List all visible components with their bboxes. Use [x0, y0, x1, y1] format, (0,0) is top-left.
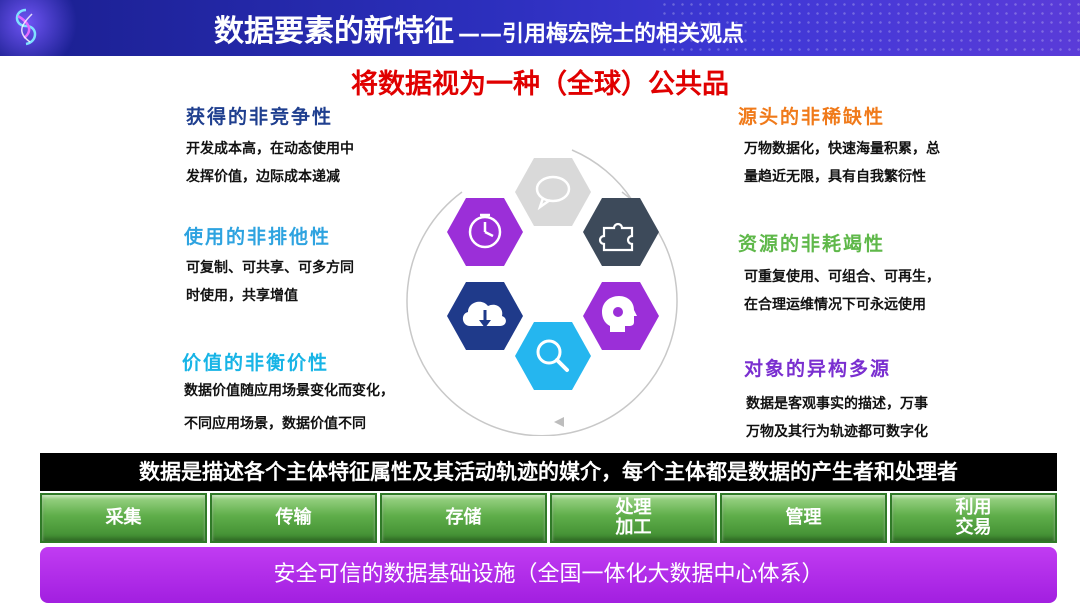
- step-label: 存储: [445, 507, 482, 528]
- step-label: 传输: [275, 507, 312, 528]
- step-collect: 采集: [40, 493, 207, 543]
- infrastructure-footer: 安全可信的数据基础设施（全国一体化大数据中心体系）: [40, 547, 1057, 603]
- header-glow: [0, 0, 90, 56]
- page-title-sub: ——引用梅宏院士的相关观点: [458, 22, 745, 47]
- cloud-download-icon: [462, 301, 506, 328]
- step-label: 管理: [785, 507, 822, 528]
- step-use-trade: 利用交易: [890, 493, 1057, 543]
- head-puzzle-icon: [602, 296, 637, 332]
- property-text-non-depletion: 可重复使用、可组合、可再生， 在合理运维情况下可永远使用: [744, 263, 940, 319]
- property-text-non-exclusivity: 可复制、可共享、可多方同 时使用，共享增值: [186, 254, 354, 310]
- header-bar: 数据要素的新特征——引用梅宏院士的相关观点: [0, 0, 1080, 56]
- property-title-heterogeneous: 对象的异构多源: [744, 358, 892, 380]
- speech-bubble-icon: [535, 175, 571, 211]
- property-line: 可重复使用、可组合、可再生，: [744, 269, 940, 285]
- ring-arrowhead: [554, 417, 564, 427]
- property-text-non-rivalry: 开发成本高，在动态使用中 发挥价值，边际成本递减: [186, 135, 354, 191]
- header-dot-pattern: [660, 0, 1080, 56]
- property-text-non-equivalence: 数据价值随应用场景变化而变化， 不同应用场景，数据价值不同: [184, 375, 394, 441]
- hexagon-ring: [406, 149, 678, 436]
- property-line: 发挥价值，边际成本递减: [186, 169, 340, 185]
- property-text-non-scarcity: 万物数据化，快速海量积累，总 量趋近无限，具有自我繁衍性: [744, 135, 940, 191]
- hexagon-clock: [447, 198, 523, 266]
- property-line: 万物数据化，快速海量积累，总: [744, 141, 940, 157]
- property-line: 时使用，共享增值: [186, 288, 298, 304]
- property-line: 量趋近无限，具有自我繁衍性: [744, 169, 926, 185]
- property-title-non-depletion: 资源的非耗竭性: [738, 233, 886, 255]
- property-line: 数据价值随应用场景变化而变化，: [184, 383, 394, 399]
- hexagon-search: [515, 322, 591, 390]
- process-steps: 采集 传输 存储 处理加工 管理 利用交易: [40, 493, 1057, 543]
- ring-arc: [406, 191, 678, 436]
- property-line: 万物及其行为轨迹都可数字化: [746, 424, 928, 440]
- step-label: 利用: [955, 497, 992, 518]
- step-label: 处理: [615, 497, 652, 518]
- property-title-non-equivalence: 价值的非衡价性: [182, 352, 330, 374]
- media-banner: 数据是描述各个主体特征属性及其活动轨迹的媒介，每个主体都是数据的产生者和处理者: [40, 453, 1057, 491]
- hexagon-puzzle: [583, 198, 659, 266]
- hexagon-head: [583, 282, 659, 350]
- property-title-non-rivalry: 获得的非竞争性: [186, 106, 334, 128]
- property-text-heterogeneous: 数据是客观事实的描述，万事 万物及其行为轨迹都可数字化: [746, 390, 928, 446]
- step-label-2: 加工: [615, 517, 652, 538]
- property-line: 在合理运维情况下可永远使用: [744, 297, 926, 313]
- step-store: 存储: [380, 493, 547, 543]
- step-manage: 管理: [720, 493, 887, 543]
- step-label-2: 交易: [955, 517, 992, 538]
- property-title-non-scarcity: 源头的非稀缺性: [738, 106, 886, 128]
- property-line: 不同应用场景，数据价值不同: [184, 416, 366, 432]
- step-label: 采集: [105, 507, 142, 528]
- ring-arc-top: [571, 149, 633, 201]
- step-process: 处理加工: [550, 493, 717, 543]
- property-title-non-exclusivity: 使用的非排他性: [184, 226, 332, 248]
- puzzle-icon: [598, 222, 634, 252]
- hexagon-cloud: [447, 282, 523, 350]
- magnifier-icon: [536, 339, 569, 372]
- property-line: 开发成本高，在动态使用中: [186, 141, 354, 157]
- page-title-main: 数据要素的新特征: [214, 14, 454, 49]
- property-line: 数据是客观事实的描述，万事: [746, 396, 928, 412]
- step-transmit: 传输: [210, 493, 377, 543]
- logo-icon: [15, 8, 37, 46]
- property-line: 可复制、可共享、可多方同: [186, 260, 354, 276]
- page-subtitle: 将数据视为一种（全球）公共品: [351, 69, 729, 100]
- hexagon-speech: [515, 158, 591, 226]
- clock-icon: [468, 213, 502, 249]
- page-title: 数据要素的新特征——引用梅宏院士的相关观点: [214, 6, 744, 50]
